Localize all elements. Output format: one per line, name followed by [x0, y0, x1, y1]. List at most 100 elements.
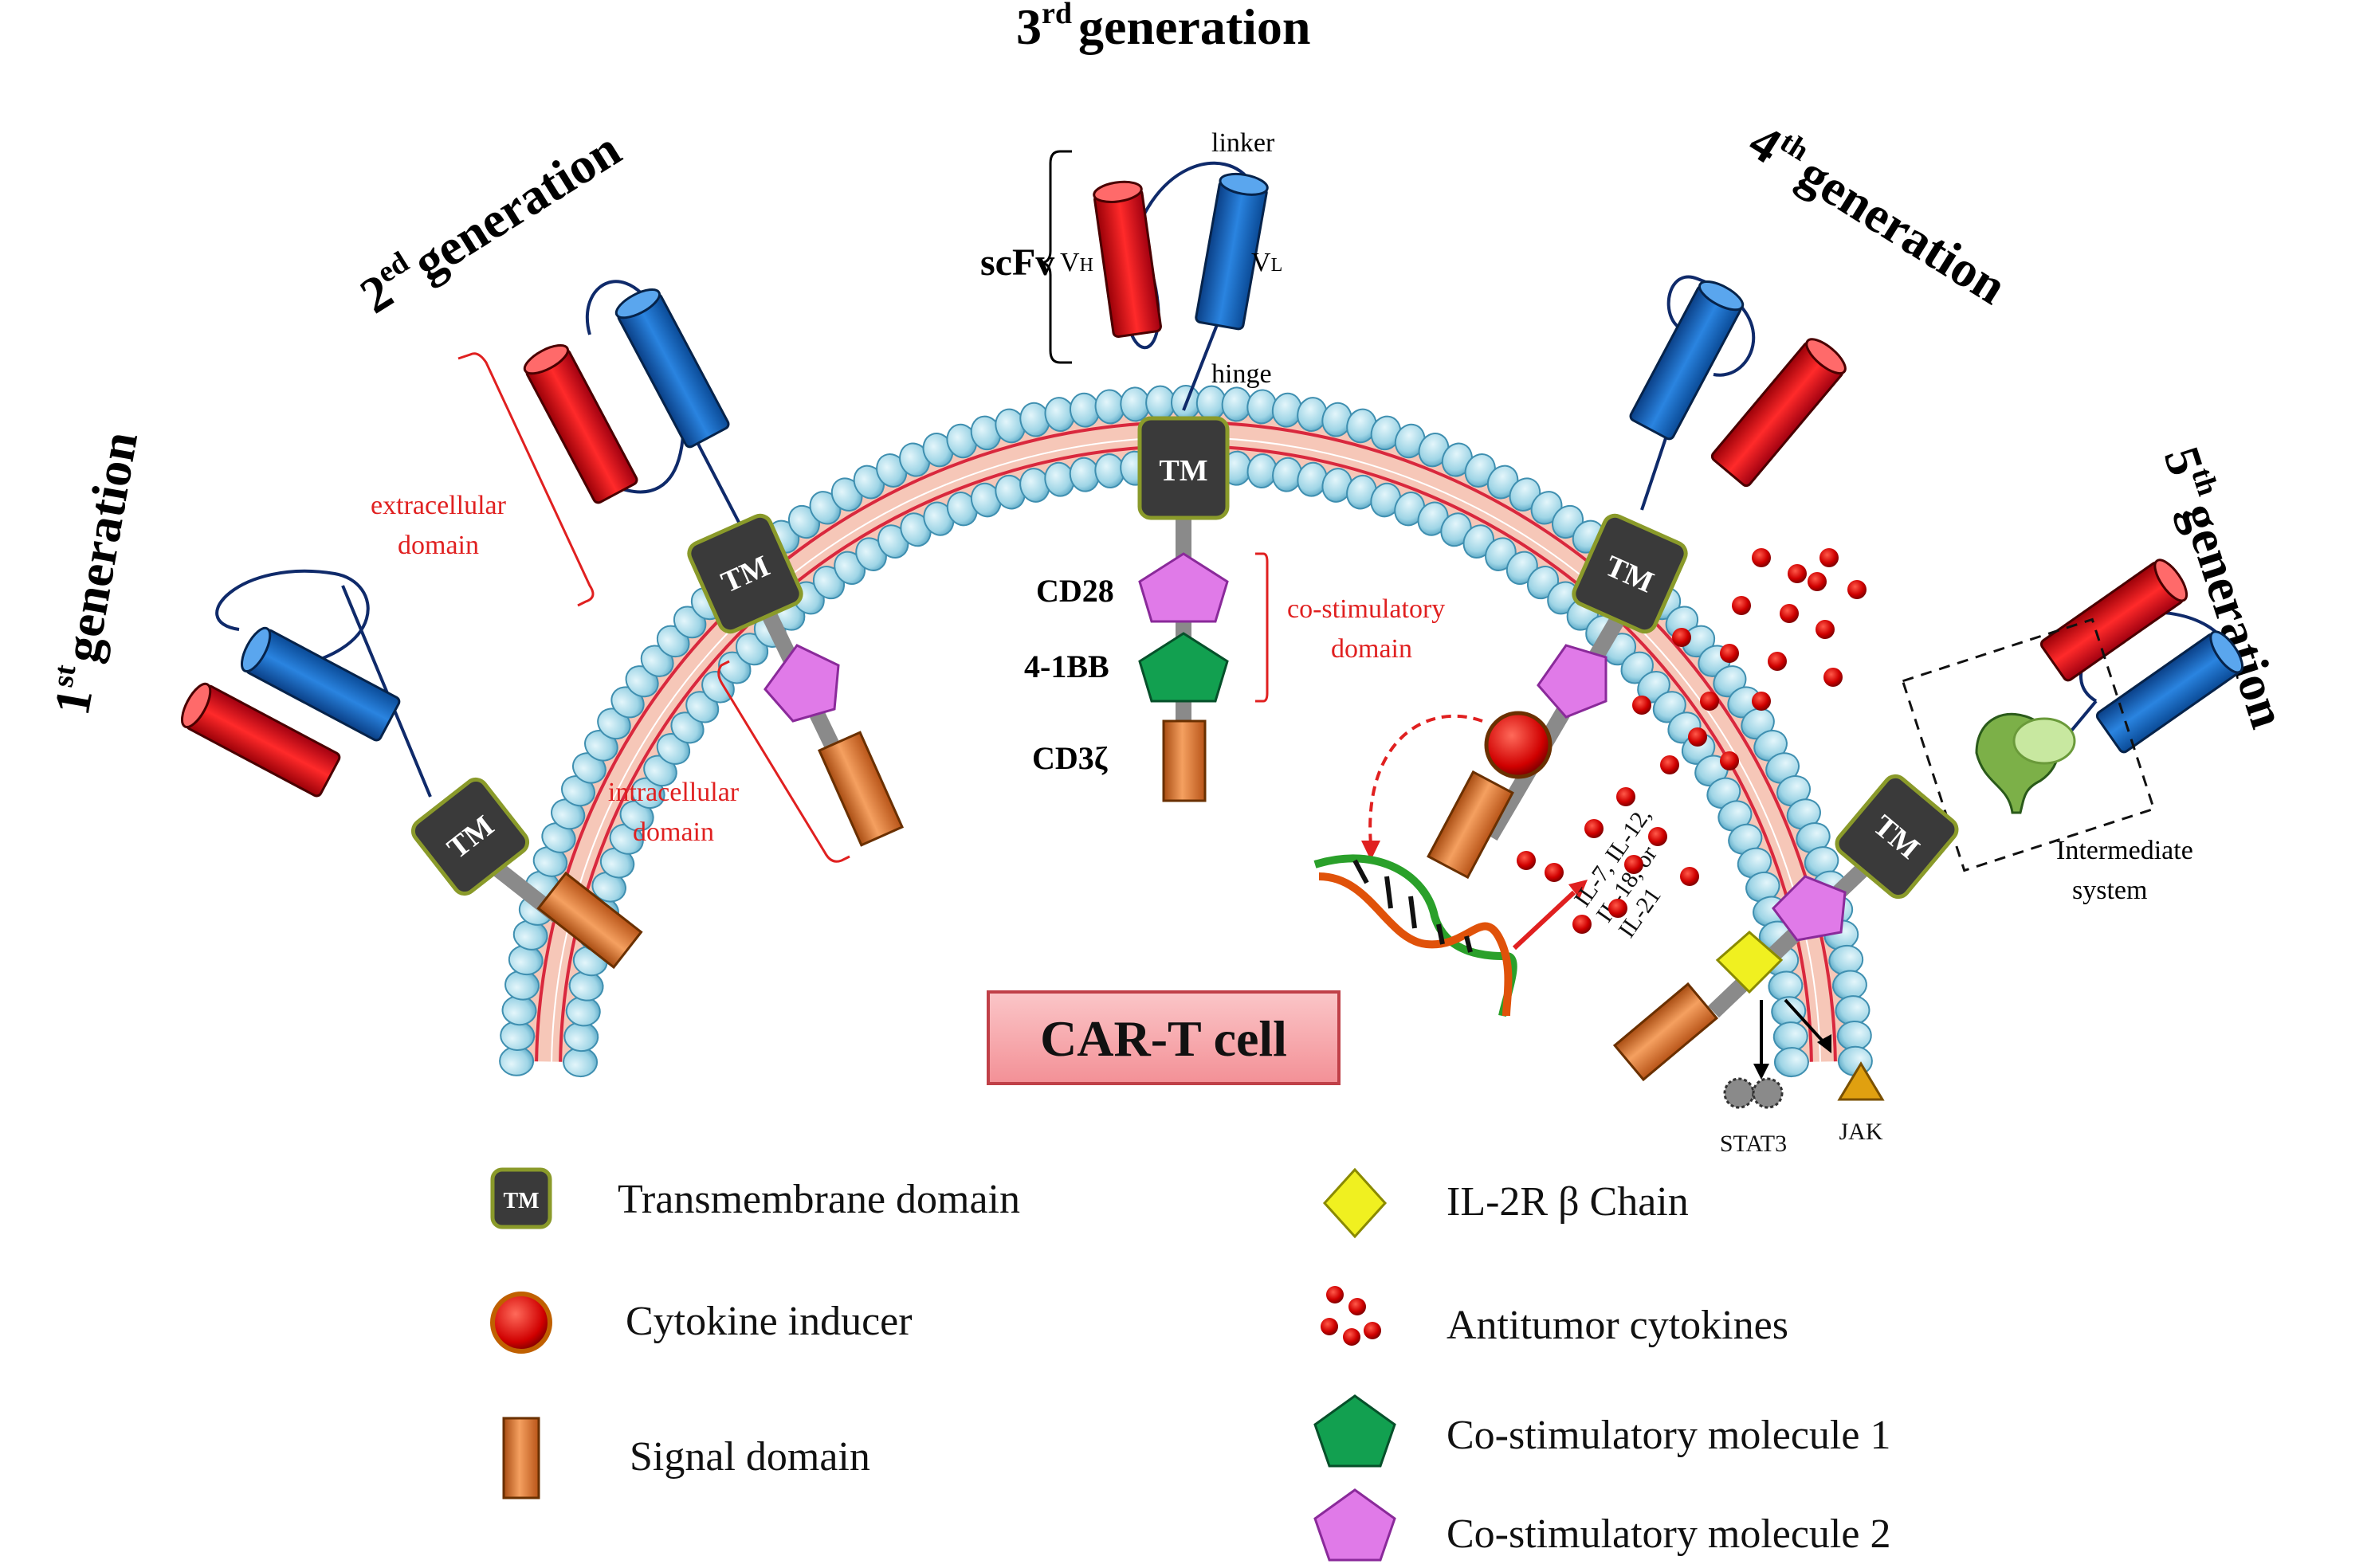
vl-label: VL: [1251, 248, 1282, 277]
costim-label-2: domain: [1331, 634, 1412, 664]
svg-text:2edgeneration: 2edgeneration: [350, 119, 630, 324]
costim-bracket: co-stimulatory domain: [1255, 552, 1445, 703]
gen5-il2r-diamond: [1715, 931, 1784, 994]
stat3-label: STAT3: [1720, 1131, 1787, 1157]
cytokine-dot: [1732, 596, 1751, 615]
gen5-signal-domain: [1612, 982, 1719, 1082]
jak-label: JAK: [1839, 1119, 1882, 1145]
car-t-cell-label: CAR-T cell: [1040, 1010, 1287, 1067]
legend-cytokine-inducer-label: Cytokine inducer: [626, 1299, 913, 1344]
gen1-vl-cylinder: [240, 626, 401, 742]
gen3-41bb-pentagon: [1138, 632, 1229, 703]
legend-cytokine-inducer-icon: [490, 1292, 552, 1354]
legend-costim2-icon: [1313, 1488, 1396, 1562]
legend-costim1-icon: [1313, 1394, 1396, 1468]
gen1-vh-cylinder: [180, 682, 341, 798]
hinge-label: hinge: [1211, 359, 1272, 389]
svg-text:TM: TM: [503, 1189, 539, 1213]
lipid-head-inner: [563, 1047, 599, 1078]
svg-text:1stgeneration: 1stgeneration: [41, 427, 148, 719]
gen2-title: 2edgeneration: [350, 119, 630, 324]
cytokine-dot: [1517, 851, 1536, 870]
scfv-label: scFv: [980, 241, 1054, 284]
41bb-label: 4-1BB: [1024, 649, 1109, 684]
cd28-label: CD28: [1036, 573, 1114, 609]
gen5-receptor: Intermediate system TM STAT3 JAK: [1612, 559, 2244, 1157]
gen1-linker: [215, 569, 370, 671]
gen1-receptor: TM: [180, 569, 643, 970]
gen5-tm-box: TM: [1835, 774, 1959, 900]
gen5-vl-cylinder: [2095, 630, 2244, 754]
intracellular-label-2: domain: [633, 817, 714, 847]
jak-triangle: [1837, 1061, 1885, 1101]
gen4-vh-cylinder: [1710, 338, 1847, 488]
gen3-hinge: [1182, 318, 1221, 411]
extracellular-bracket: extracellular domain: [371, 352, 595, 607]
gen4-title: 4thgeneration: [1740, 112, 2017, 316]
gen4-vl-cylinder: [1629, 280, 1745, 441]
intermediate-system-box: [1901, 617, 2156, 872]
legend-costim2-label: Co-stimulatory molecule 2: [1447, 1511, 1890, 1557]
cytokine-dot: [1608, 899, 1627, 918]
gen3-cd3z-signal: [1162, 719, 1207, 802]
cytokine-dot: [1808, 572, 1827, 591]
cytokine-dot: [1780, 604, 1799, 623]
cytokine-dot: [1616, 787, 1635, 806]
cytokine-dot: [1768, 652, 1787, 671]
intermediate-label-2: system: [2072, 876, 2147, 905]
gen2-vh-cylinder: [523, 343, 638, 504]
gen1-title: 1stgeneration: [41, 427, 148, 719]
legend-il2r-icon: [1322, 1167, 1388, 1239]
cytokine-dot: [1672, 628, 1691, 647]
legend-tm-label: Transmembrane domain: [618, 1177, 1020, 1222]
costim-label-1: co-stimulatory: [1287, 594, 1445, 624]
gen4-cytokine-inducer: [1484, 711, 1553, 779]
gen4-tm-box: TM: [1572, 513, 1688, 634]
cytokine-dot: [1584, 819, 1604, 838]
gen4-costim2-pentagon: [1537, 644, 1607, 719]
cytokine-dot: [1688, 727, 1707, 747]
gen3-vh-cylinder: [1093, 180, 1162, 339]
cytokine-dot: [1847, 580, 1867, 599]
cytokine-dot: [1680, 867, 1699, 886]
gen3-cd28-pentagon: [1138, 552, 1229, 623]
gen5-costim2-pentagon: [1772, 875, 1847, 942]
gen1-tm-box: TM: [410, 777, 530, 896]
cytokine-dot: [1816, 620, 1835, 639]
linker-label: linker: [1211, 128, 1275, 158]
extracellular-label-2: domain: [398, 531, 479, 560]
cytokine-dot: [1752, 548, 1771, 567]
gen2-tm-box: TM: [687, 513, 803, 634]
cytokine-dot: [1624, 855, 1643, 874]
intracellular-label-1: intracellular: [608, 778, 740, 807]
car-t-cell-label-box: CAR-T cell: [987, 990, 1341, 1085]
cytokine-dot: [1700, 692, 1719, 711]
legend-signal-icon: [502, 1417, 540, 1499]
intermediate-label-1: Intermediate: [2056, 836, 2193, 865]
dna-helix: [1313, 854, 1517, 1017]
cytokine-dot: [1788, 564, 1807, 583]
cytokine-dot: [1648, 827, 1667, 846]
extracellular-label-1: extracellular: [371, 491, 507, 520]
gen5-vh-cylinder: [2039, 559, 2188, 682]
cytokine-dot: [1752, 692, 1771, 711]
gen3-vl-cylinder: [1195, 172, 1269, 331]
lipid-head-outer: [499, 1045, 535, 1076]
cytokine-dot: [1720, 644, 1739, 663]
svg-text:4thgeneration: 4thgeneration: [1740, 112, 2017, 315]
gen1-signal-domain: [536, 871, 643, 970]
cd3z-label: CD3ζ: [1032, 740, 1108, 776]
legend-signal-label: Signal domain: [630, 1434, 870, 1480]
gen2-costim2-pentagon: [764, 644, 840, 723]
intracellular-bracket: intracellular domain: [608, 660, 850, 863]
svg-text:TM: TM: [1159, 454, 1207, 488]
inducer-dashed-arrow: [1368, 714, 1483, 845]
legend-il2r-label: IL-2R β Chain: [1447, 1179, 1689, 1225]
antitumor-cytokine-dots: [1517, 548, 1867, 934]
cytokine-dot: [1660, 755, 1679, 774]
cytokine-dot: [1819, 548, 1839, 567]
cytokine-dot: [1572, 915, 1592, 934]
